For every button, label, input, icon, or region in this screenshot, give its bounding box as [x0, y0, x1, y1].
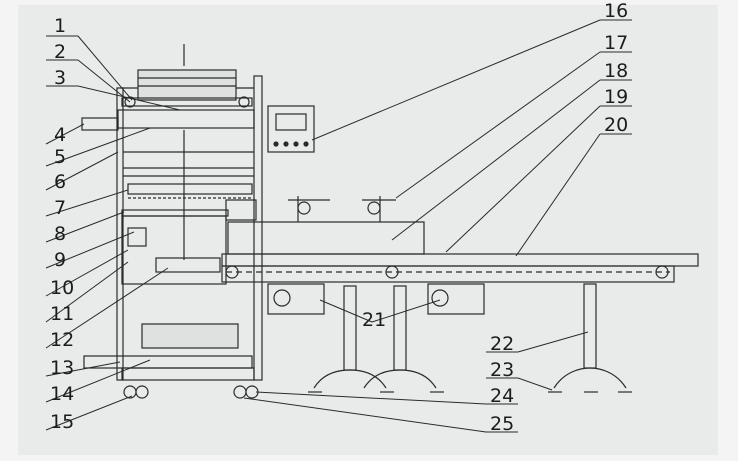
base-frame — [121, 367, 255, 381]
motor-2-pulley — [431, 289, 449, 307]
leader-5 — [45, 127, 151, 167]
sealing-bar — [127, 183, 253, 195]
motor-1 — [267, 283, 325, 315]
leader-1 — [77, 35, 133, 101]
label-17: 17 — [604, 32, 628, 54]
label-19: 19 — [604, 86, 628, 108]
label-22: 22 — [490, 333, 514, 355]
left-film-shaft — [81, 117, 119, 131]
label-20: 20 — [604, 114, 628, 136]
roller-wheel — [238, 96, 250, 108]
leader-25 — [243, 397, 487, 433]
leader-13 — [45, 361, 121, 377]
leader-8 — [45, 211, 125, 243]
top-film-roll — [137, 69, 237, 101]
label-25: 25 — [490, 413, 514, 435]
leader-17 — [395, 51, 601, 199]
bottom-film-roll — [141, 323, 239, 349]
leader-14 — [45, 359, 151, 403]
label-2: 2 — [54, 41, 66, 63]
right-upright — [253, 75, 263, 381]
leader-20 — [515, 133, 601, 257]
pusher-head — [225, 199, 257, 221]
leg-foot-arc — [553, 367, 627, 389]
label-8: 8 — [54, 223, 66, 245]
motor-2 — [427, 283, 485, 315]
leader-24 — [255, 391, 487, 405]
leader-16 — [311, 19, 601, 141]
label-13: 13 — [50, 357, 74, 379]
label-3: 3 — [54, 67, 66, 89]
control-panel-screen — [275, 113, 307, 131]
leader-9 — [45, 231, 135, 269]
panel-button — [273, 141, 279, 147]
leader-10 — [45, 249, 129, 297]
label-18: 18 — [604, 60, 628, 82]
label-9: 9 — [54, 249, 66, 271]
label-12: 12 — [50, 329, 74, 351]
leader-lines — [45, 19, 632, 433]
panel-button — [303, 141, 309, 147]
leader-15 — [45, 395, 133, 431]
leader-11 — [45, 261, 129, 323]
leader-21 — [319, 299, 373, 323]
conveyor-sprocket — [655, 265, 669, 279]
leader-21 — [371, 299, 441, 323]
label-7: 7 — [54, 197, 66, 219]
side-bracket — [127, 227, 147, 247]
leg-foot-arc — [363, 369, 437, 389]
leader-2 — [77, 59, 131, 103]
machine-drawing — [81, 44, 699, 399]
part-labels: 1 2 3 4 5 6 7 8 9 10 11 12 13 14 15 16 1… — [50, 0, 628, 435]
label-21: 21 — [362, 309, 386, 331]
conveyor-frame — [221, 265, 675, 283]
label-11: 11 — [50, 303, 74, 325]
leader-6 — [45, 151, 119, 191]
tunnel-fan — [297, 201, 311, 215]
leader-22 — [517, 331, 589, 353]
label-16: 16 — [604, 0, 628, 22]
leader-19 — [445, 105, 601, 253]
panel-button — [293, 141, 299, 147]
left-upright — [116, 87, 124, 381]
leader-23 — [517, 377, 553, 391]
leader-4 — [45, 123, 85, 145]
conveyor-sprocket — [385, 265, 399, 279]
label-15: 15 — [50, 411, 74, 433]
caster-wheel — [135, 385, 149, 399]
control-panel — [267, 105, 315, 153]
panel-button — [283, 141, 289, 147]
lower-guide-plate — [155, 257, 221, 273]
leader-3 — [77, 85, 181, 111]
label-6: 6 — [54, 171, 66, 193]
conveyor-sprocket — [225, 265, 239, 279]
label-14: 14 — [50, 383, 74, 405]
label-23: 23 — [490, 359, 514, 381]
leader-7 — [45, 189, 129, 217]
product-chamber — [121, 215, 227, 285]
upper-roller-bar — [121, 97, 253, 107]
label-1: 1 — [54, 15, 66, 37]
motor-1-pulley — [273, 289, 291, 307]
leader-12 — [45, 267, 169, 349]
label-5: 5 — [54, 146, 66, 168]
label-4: 4 — [54, 124, 66, 146]
leader-18 — [391, 79, 601, 241]
leg-foot-arc — [313, 369, 387, 389]
label-24: 24 — [490, 385, 514, 407]
label-10: 10 — [50, 277, 74, 299]
tunnel-fan — [367, 201, 381, 215]
